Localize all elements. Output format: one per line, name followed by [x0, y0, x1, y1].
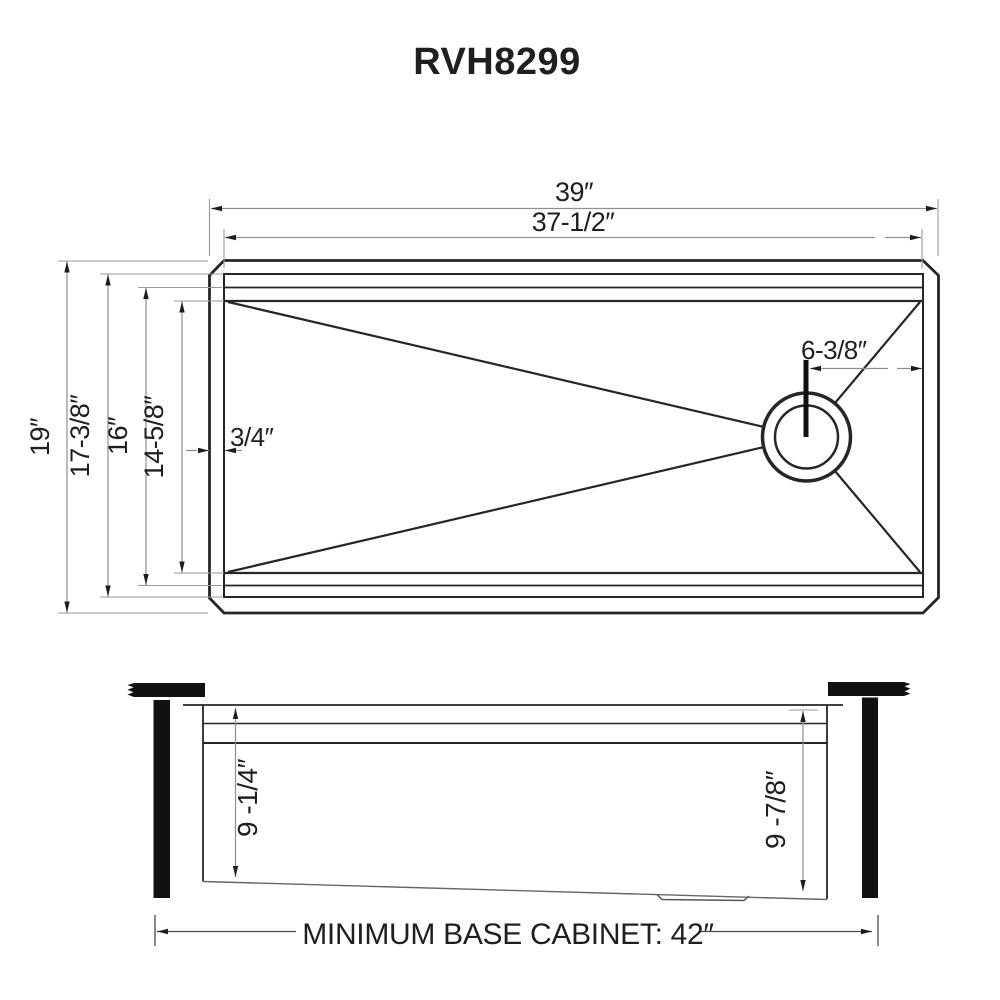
- rim-depth-dimension: 17-3/8″: [65, 273, 222, 598]
- outer-rim-outline: [208, 259, 940, 615]
- slope-diagonal-bottom-left: [227, 445, 765, 574]
- overall-width-label: 39″: [555, 177, 594, 207]
- overall-depth-dimension: 19″: [25, 260, 208, 614]
- rim-thickness-label: 3/4″: [230, 422, 274, 452]
- rim-depth-label: 17-3/8″: [65, 394, 95, 478]
- countertop-left: [127, 683, 205, 697]
- base-cabinet-dimension: MINIMUM BASE CABINET: 42″: [154, 915, 879, 951]
- rim-thickness-dimension: 3/4″: [186, 422, 274, 454]
- ledge-depth-label: 16″: [103, 416, 133, 455]
- slope-diagonal-bottom-right: [834, 470, 921, 573]
- overall-depth-label: 19″: [25, 417, 55, 456]
- drain-offset-dimension: 6-3/8″: [801, 335, 922, 372]
- inner-width-label: 37-1/2″: [532, 207, 616, 237]
- bowl-depth-dimension: 14-5/8″: [139, 300, 224, 574]
- drain-offset-label: 6-3/8″: [801, 335, 867, 365]
- sink-bottom-slope: [202, 880, 828, 901]
- side-view: 9 -1/4″ 9 -7/8″ MINIMUM BASE CABINET: 42…: [127, 682, 911, 951]
- left-depth-label: 9 -1/4″: [232, 758, 263, 837]
- left-depth-dimension: 9 -1/4″: [232, 708, 263, 877]
- right-depth-dimension: 9 -7/8″: [760, 709, 818, 891]
- slope-diagonal-top-right: [834, 301, 921, 404]
- base-cabinet-note: MINIMUM BASE CABINET: 42″: [302, 918, 714, 951]
- inner-rim-outline: [223, 273, 924, 598]
- page-title: RVH8299: [413, 41, 581, 83]
- inner-width-dimension: 37-1/2″: [223, 207, 923, 268]
- drain-fitting: [656, 894, 750, 902]
- cabinet-wall-right: [862, 697, 878, 898]
- slope-diagonal-top-left: [227, 300, 765, 429]
- cabinet-wall-left: [153, 700, 170, 898]
- top-view: 39″ 37-1/2″ 19″ 17-3/8″ 16″: [25, 177, 940, 615]
- ledge-depth-dimension: 16″: [103, 286, 222, 587]
- overall-width-dimension: 39″: [208, 177, 939, 256]
- right-depth-label: 9 -7/8″: [760, 770, 791, 849]
- countertop-right: [828, 682, 911, 696]
- bowl-depth-label: 14-5/8″: [139, 395, 169, 479]
